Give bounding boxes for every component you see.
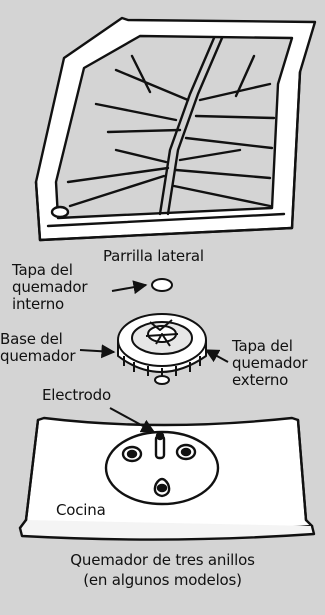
- side-grate-label: Parrilla lateral: [103, 247, 204, 265]
- caption-line-2: (en algunos modelos): [83, 571, 242, 589]
- arrow-outer-cap: [204, 349, 229, 363]
- electrode-label: Electrodo: [42, 386, 111, 404]
- burner-base-label: Base del quemador: [0, 330, 76, 365]
- caption-line-1: Quemador de tres anillos: [70, 551, 255, 569]
- side-grate: [34, 16, 317, 242]
- inner-burner-cap: [151, 278, 173, 292]
- leader-arrows: [79, 280, 229, 433]
- cooktop-label: Cocina: [56, 501, 106, 519]
- arrow-electrode: [109, 407, 156, 433]
- inner-burner-cap-label: Tapa del quemador interno: [12, 261, 88, 313]
- outer-burner-cap-label: Tapa del quemador externo: [232, 337, 308, 389]
- cooktop: [18, 416, 316, 541]
- burner-base: [117, 313, 207, 385]
- arrow-inner-cap: [111, 280, 148, 295]
- arrow-burner-base: [79, 344, 116, 359]
